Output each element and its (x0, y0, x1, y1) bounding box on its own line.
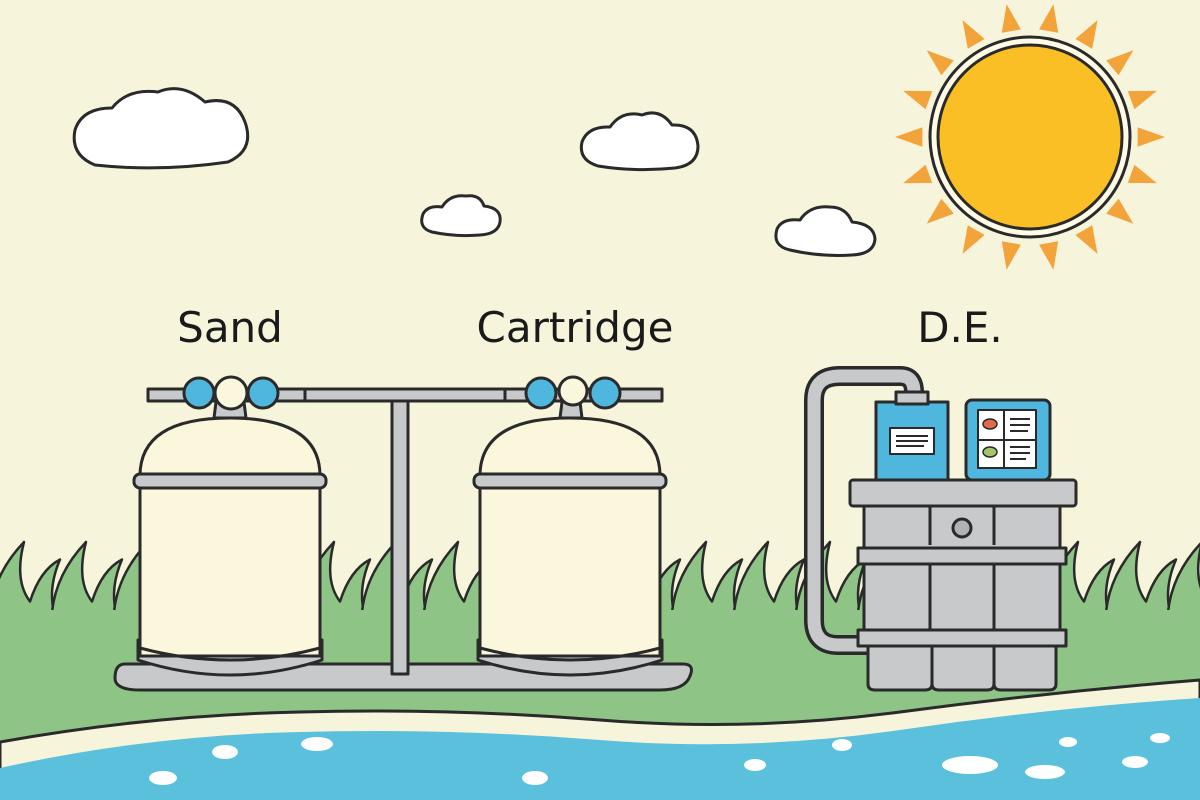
label-cartridge: Cartridge (476, 303, 674, 352)
de-gauge-knob (951, 517, 973, 539)
water (0, 698, 1200, 800)
cloud-icon (774, 205, 877, 257)
sun-ray (1106, 50, 1134, 76)
sun-ray (1075, 20, 1098, 49)
sun-ray (895, 127, 923, 147)
water-bubbles (149, 733, 1170, 785)
cloud-icon (72, 87, 250, 170)
de-filter-unit (804, 366, 1078, 692)
cloud-icon (579, 111, 700, 172)
label-sand: Sand (177, 303, 283, 352)
cartridge-valve (524, 375, 622, 410)
grass-tuft (670, 540, 744, 613)
support-post (390, 394, 410, 676)
sand-filter-tank (132, 400, 328, 677)
grass-tuft (1166, 542, 1200, 613)
sun-ray (1001, 4, 1021, 33)
sun-rays (895, 4, 1165, 270)
sand-valve (182, 375, 280, 411)
sun-ray (903, 90, 933, 110)
grass-tuft (1104, 540, 1178, 613)
sun-ray (903, 164, 933, 184)
sun-ray (1137, 127, 1165, 147)
filter-assembly (113, 375, 693, 692)
grass-tuft (732, 540, 806, 613)
sun-ray (1075, 225, 1098, 254)
sun-ray (1039, 4, 1059, 33)
sun-ray (1127, 90, 1157, 110)
sun-ray (962, 225, 985, 254)
sun-ray (1039, 241, 1059, 270)
grass-tuft (50, 540, 124, 613)
sun-ray (1106, 198, 1134, 224)
sun-ray (1001, 241, 1021, 270)
cloud-icon (420, 194, 502, 238)
sun-ray (926, 198, 954, 224)
cartridge-filter-tank (472, 400, 668, 677)
sun-ray (926, 50, 954, 76)
sun-ray (962, 20, 985, 49)
sun-icon (895, 4, 1165, 270)
label-de: D.E. (917, 303, 1003, 352)
sun-ray (1127, 164, 1157, 184)
grass-tuft (0, 540, 62, 613)
